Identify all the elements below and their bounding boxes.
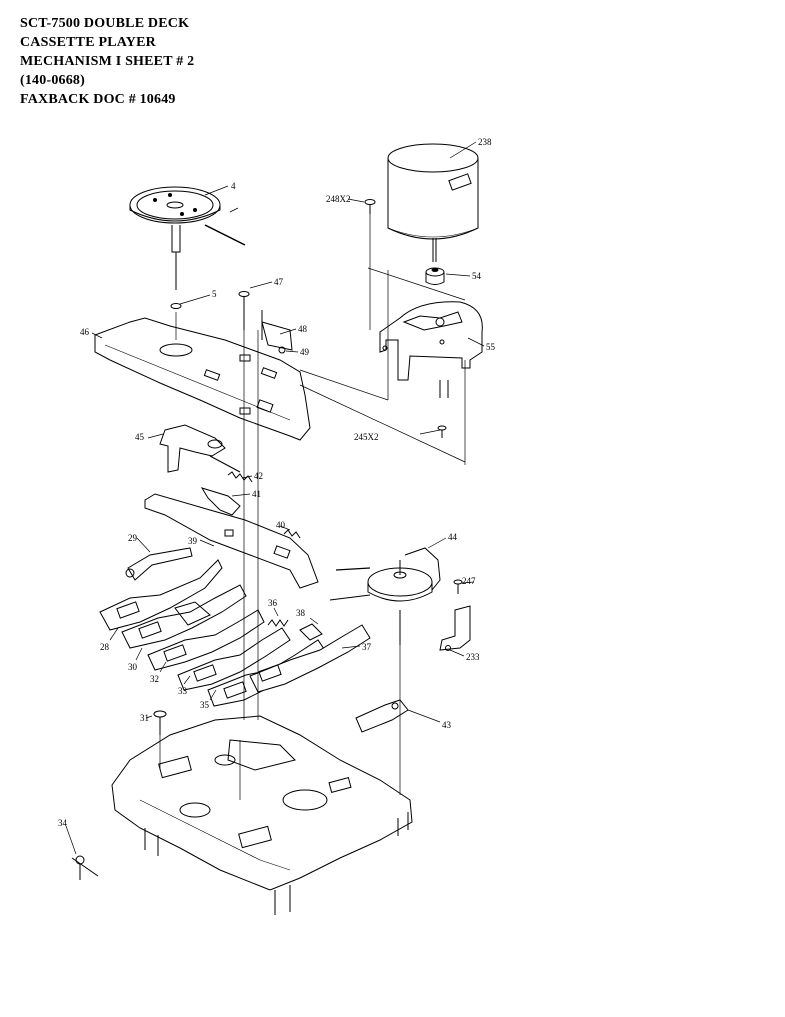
screw-245-part xyxy=(437,425,447,438)
callout-38: 38 xyxy=(296,608,305,618)
key-plate-33-part xyxy=(177,627,291,691)
callout-29: 29 xyxy=(128,533,137,543)
callout-34: 34 xyxy=(58,818,67,828)
callout-43: 43 xyxy=(442,720,451,730)
callout-32: 32 xyxy=(150,674,159,684)
callout-36: 36 xyxy=(268,598,277,608)
callout-45: 45 xyxy=(135,432,144,442)
spring-36-part xyxy=(267,619,289,627)
arm-41-part xyxy=(200,487,241,516)
callout-233: 233 xyxy=(466,652,480,662)
reel-disc-part xyxy=(129,186,246,290)
header-line-model: SCT-7500 DOUBLE DECK xyxy=(20,16,190,31)
flywheel-44-part xyxy=(329,547,441,645)
key-plate-30-part xyxy=(121,584,247,649)
callout-47: 47 xyxy=(274,277,283,287)
lever-29-part xyxy=(125,547,193,581)
key-plate-32-part xyxy=(147,609,265,671)
main-chassis-part xyxy=(111,715,413,915)
callout-28: 28 xyxy=(100,642,109,652)
motor-part xyxy=(387,143,479,262)
callout-40: 40 xyxy=(276,520,285,530)
callout-39: 39 xyxy=(188,536,197,546)
top-chassis-plate-part xyxy=(94,317,311,441)
screw-47-part xyxy=(238,291,250,330)
key-plate-28-part xyxy=(99,559,223,631)
slider-39-part xyxy=(144,493,319,589)
callout-46: 46 xyxy=(80,327,89,337)
callout-30: 30 xyxy=(128,662,137,672)
pulley-part xyxy=(425,267,445,285)
header-line-part-number: (140-0668) xyxy=(20,73,85,88)
washer-49-part xyxy=(278,346,286,354)
callout-5: 5 xyxy=(212,289,217,299)
document-header: SCT-7500 DOUBLE DECK CASSETTE PLAYER MEC… xyxy=(20,14,320,109)
bracket-233-part xyxy=(439,605,471,651)
key-plate-37-part xyxy=(249,624,371,693)
callout-49: 49 xyxy=(300,347,309,357)
spring-42-part xyxy=(227,471,253,483)
spring-40-part xyxy=(283,529,301,539)
callout-55: 55 xyxy=(486,342,495,352)
callout-44: 44 xyxy=(448,532,457,542)
lever-45-part xyxy=(159,424,241,473)
callout-37: 37 xyxy=(362,642,371,652)
callout-31: 31 xyxy=(140,713,149,723)
callout-48: 48 xyxy=(298,324,307,334)
washer-part xyxy=(170,303,182,309)
header-line-sheet: MECHANISM I SHEET # 2 xyxy=(20,54,195,69)
header-line-product: CASSETTE PLAYER xyxy=(20,35,156,50)
callout-238: 238 xyxy=(478,137,492,147)
screw-247-part xyxy=(453,579,463,594)
screw-248-part xyxy=(364,199,376,214)
motor-bracket-part xyxy=(379,301,483,398)
callout-247: 247 xyxy=(462,576,476,586)
callout-42: 42 xyxy=(254,471,263,481)
alignment-lines xyxy=(159,214,466,800)
part-34-part xyxy=(71,855,99,880)
header-line-faxback: FAXBACK DOC # 10649 xyxy=(20,92,176,107)
callout-245x2: 245X2 xyxy=(354,432,379,442)
screw-31-part xyxy=(153,710,167,735)
callout-leaders xyxy=(65,141,485,855)
callout-248x2: 248X2 xyxy=(326,194,351,204)
callout-54: 54 xyxy=(472,271,481,281)
callout-35: 35 xyxy=(200,700,209,710)
callout-41: 41 xyxy=(252,489,261,499)
callout-4: 4 xyxy=(231,181,236,191)
bracket-48-part xyxy=(261,310,293,351)
part-38-part xyxy=(299,623,323,641)
callout-33: 33 xyxy=(178,686,187,696)
